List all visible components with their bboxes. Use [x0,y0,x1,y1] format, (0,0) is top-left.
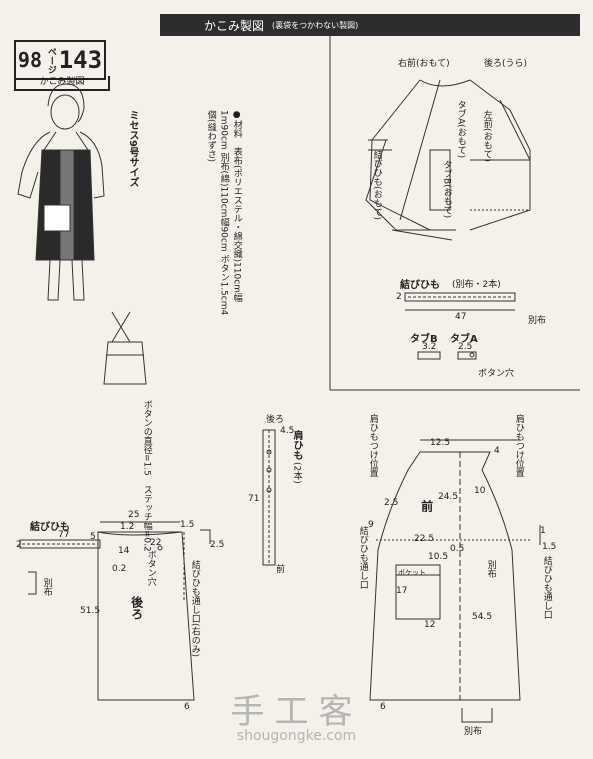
front-dim-2-5: 2.5 [384,498,399,508]
left-tie-length: 77 [58,530,70,540]
front-dim-12-5: 12.5 [430,438,451,448]
header-title: かこみ製図 [204,18,265,33]
front-tie-pass-left: 結びひも通し口 [357,526,368,589]
front-dim-17: 17 [396,586,408,596]
front-fabric-label: 別布 [485,560,496,578]
front-strap-pos-right: 肩ひもつけ位置 [513,414,524,477]
front-panel-drawing [369,439,541,723]
page-label: かこみ製図 [14,76,110,91]
back-button-hole: ボタン穴 [145,550,156,586]
front-dim-54-5: 54.5 [472,612,493,622]
watermark-logo: 手工客 [230,692,363,732]
tab-b-width: 3.2 [422,342,437,352]
tie-detail-title: 結びひも [400,280,440,291]
back-tie-pass: 結びひも通し口(右のみ) [189,560,200,658]
materials-line-3: 個(縫わずさ) [205,110,216,163]
front-dim-22-5: 22.5 [414,534,435,544]
woman-illustration [17,83,105,301]
label-tie-front: 結びひも(おもて) [371,150,382,221]
strap-width: 4.5 [280,426,295,436]
front-pocket-label: ポケット [398,569,426,577]
header-bar: かこみ製図 (裏袋をつかわない製図) [160,14,580,36]
tab-a-width: 2.5 [458,342,473,352]
label-tab-b: タブB(おもて) [441,160,452,219]
front-panel-title: 前 [419,500,434,512]
label-left-front: 左前(おもて) [481,110,492,163]
tie-detail-drawing [404,292,516,311]
strap-front: 前 [276,565,286,575]
strap-back: 後ろ [266,415,285,425]
back-dim-2-5: 2.5 [210,540,225,550]
front-dim-12: 12 [424,620,436,630]
front-tie-pass-right: 結びひも通し口 [541,556,552,619]
back-view-sketch [103,311,147,385]
front-view-sketch [365,79,531,241]
back-dim-14: 14 [118,546,130,556]
tab-a-title: タブA [450,334,478,345]
front-dim-10-5: 10.5 [428,552,449,562]
front-dim-1: 1 [540,526,546,536]
back-dim-1-2: 1.2 [120,522,135,532]
back-dim-22: 22 [150,538,162,548]
back-dim-6: 6 [184,702,190,712]
strap-note: (2本) [291,462,302,484]
button-note: ボタンの直径=1.5 ステッチ幅=0.2 [141,400,152,552]
materials-line-1: ●材料 表布(ポリエステル・綿交織)110cm幅 [231,110,242,302]
front-dim-6: 6 [380,702,386,712]
front-bottom-fabric: 別布 [464,727,483,737]
left-tie-title: 結びひも [30,522,70,533]
front-dim-10: 10 [474,486,486,496]
front-dim-4: 4 [494,446,500,456]
tabs-drawing [417,351,477,360]
tie-detail-note: (別布・2本) [452,280,501,290]
back-dim-0-2: 0.2 [112,564,127,574]
page-number-right: 143 [58,46,103,74]
back-dim-5: 5 [90,532,96,542]
size-note: ミセス9号サイズ [127,110,138,187]
tab-button-hole: ボタン穴 [478,369,515,379]
tie-detail-fabric: 別布 [528,316,547,326]
left-tie-drawing [19,539,101,595]
page-unit: ページ [45,46,56,74]
front-dim-0-5: 0.5 [450,544,465,554]
tie-detail-width: 2 [396,292,402,302]
back-panel-drawing [97,521,211,701]
tab-b-title: タブB [410,334,438,345]
strap-title: 肩ひも [291,430,302,460]
left-tie-width: 2 [16,540,22,550]
materials-line-2: 1m90cm 別布(綿)110cm幅90cm ボタン1.5cm4 [218,110,229,316]
back-dim-1-5: 1.5 [180,520,195,530]
header-subtitle: (裏袋をつかわない製図) [272,20,359,30]
label-tab-a: タブA(おもて) [455,100,466,159]
label-right-front: 右前(おもて) [398,59,450,69]
page-number-left: 98 [17,48,43,72]
back-dim-51-5: 51.5 [80,606,101,616]
shoulder-strap-drawing [262,429,276,566]
watermark-url: shougongke.com [236,728,357,744]
tie-detail-length: 47 [455,312,467,322]
back-panel-title: 後ろ [129,596,144,620]
front-dim-1-5: 1.5 [542,542,557,552]
strap-length: 71 [248,494,260,504]
front-dim-9: 9 [368,520,374,530]
front-strap-pos-left: 肩ひもつけ位置 [367,414,378,477]
left-tie-fabric: 別布 [41,578,52,596]
page-number-box: 98 ページ 143 [14,40,106,80]
front-dim-24-5: 24.5 [438,492,459,502]
back-dim-25: 25 [128,510,140,520]
label-back-side: 後ろ(うら) [484,59,528,69]
